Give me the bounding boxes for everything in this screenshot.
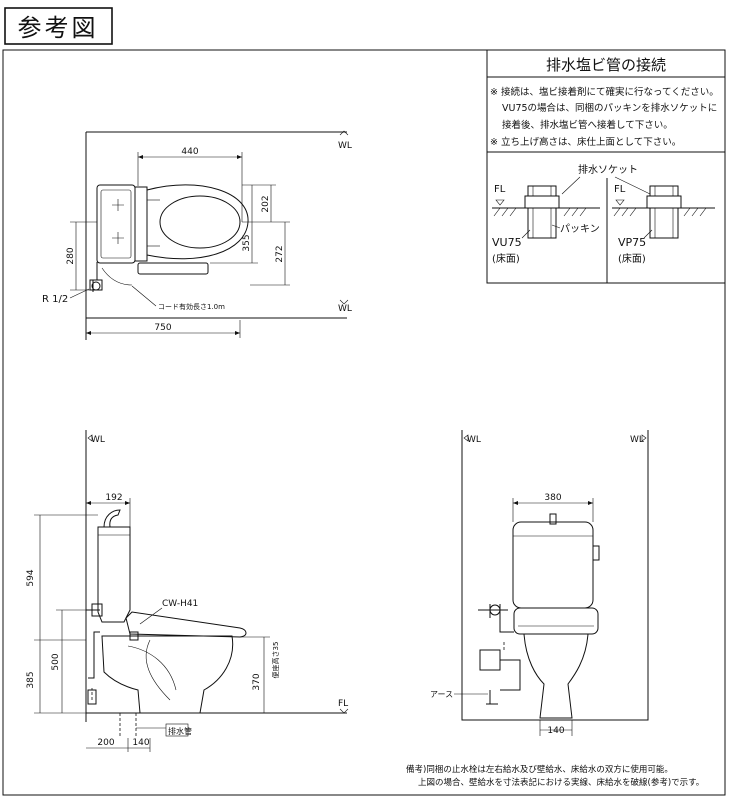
thread-label: R 1/2 [42, 294, 68, 305]
remarks: 備考)同梱の止水栓は左右給水及び壁給水、床給水の双方に使用可能。 上図の場合、壁… [406, 764, 704, 788]
dim-140-side: 140 [132, 738, 149, 748]
side-dimensions: 192 594 385 500 CW-H41 370 便座高さ35 200 14… [26, 493, 280, 752]
plan-tank [96, 184, 136, 264]
front-seat [513, 607, 599, 635]
dim-202: 202 [261, 195, 271, 212]
front-view: WL WL アース 380 140 [430, 430, 649, 736]
seat-height-label: 便座高さ35 [271, 642, 280, 679]
front-flush-lever [549, 513, 557, 525]
front-wl-right: WL [630, 435, 644, 445]
inset-note-1: ※ 接続は、塩ビ接着剤にて確実に行なってください。 [490, 86, 719, 98]
inset-note-4: ※ 立ち上げ高さは、床仕上面として下さい。 [490, 136, 681, 148]
dim-280: 280 [66, 247, 76, 264]
front-bowl [523, 633, 589, 719]
dim-192: 192 [105, 493, 122, 503]
plan-wl-top: WL [338, 141, 352, 151]
socket-label: 排水ソケット [578, 163, 638, 176]
side-tank [97, 526, 131, 623]
title-box: 参考図 [4, 7, 113, 45]
plan-wl-bottom: WL [338, 304, 352, 314]
vp75-floor-label: (床面) [618, 252, 646, 265]
cord-label: コード有効長さ1.0m [158, 302, 225, 311]
vu75-detail: FL パッキン VU75 (床面) [492, 184, 600, 265]
dim-355: 355 [242, 234, 252, 251]
side-fl-label: FL [338, 699, 348, 709]
plan-control-panel [137, 262, 209, 275]
side-bowl [101, 635, 234, 714]
vp75-label: VP75 [618, 236, 646, 249]
dim-440: 440 [181, 147, 198, 157]
drain-label: 排水管 [168, 726, 192, 736]
remark-line-2: 上図の場合、壁給水を寸法表記における実線、床給水を破線(参考)で示す。 [418, 777, 704, 788]
inset-note-3: 接着後、排水塩ビ管へ接着して下さい。 [502, 119, 673, 131]
dim-200: 200 [97, 738, 114, 748]
fl-right-label: FL [614, 184, 626, 195]
fl-left-label: FL [494, 184, 506, 195]
vp75-detail: FL VP75 (床面) [612, 184, 715, 265]
drain-connection-inset: 排水塩ビ管の接続 ※ 接続は、塩ビ接着剤にて確実に行なってください。 VU75の… [486, 49, 726, 284]
side-wl-label: WL [91, 435, 105, 445]
dim-594: 594 [26, 569, 36, 586]
dim-385: 385 [26, 671, 36, 688]
vu75-floor-label: (床面) [492, 252, 520, 265]
front-tank [512, 521, 594, 609]
inset-heading: 排水塩ビ管の接続 [546, 56, 666, 74]
packing-label: パッキン [560, 223, 600, 235]
main-frame [2, 49, 726, 796]
dim-750: 750 [154, 323, 171, 333]
model-label: CW-H41 [162, 599, 198, 609]
ground-label: アース [430, 690, 453, 699]
dim-370: 370 [252, 673, 262, 690]
plan-dimensions: 440 202 355 272 280 R 1/2 コード有効長さ1.0m 75… [42, 147, 290, 338]
front-wl-left: WL [467, 435, 481, 445]
inset-note-2: VU75の場合は、同梱のパッキンを排水ソケットに [502, 102, 717, 114]
vu75-label: VU75 [492, 236, 522, 249]
plan-view: WL WL 440 202 355 272 [42, 130, 352, 340]
dim-272: 272 [275, 245, 285, 262]
dim-140-front: 140 [547, 726, 564, 736]
dim-500: 500 [51, 653, 61, 670]
side-flush-lever [103, 509, 121, 528]
page-title: 参考図 [18, 14, 99, 42]
remark-line-1: 備考)同梱の止水栓は左右給水及び壁給水、床給水の双方に使用可能。 [406, 764, 673, 775]
dim-380: 380 [544, 493, 561, 503]
side-seat [125, 611, 247, 638]
side-view: WL FL 排水管 192 594 385 [26, 430, 349, 752]
